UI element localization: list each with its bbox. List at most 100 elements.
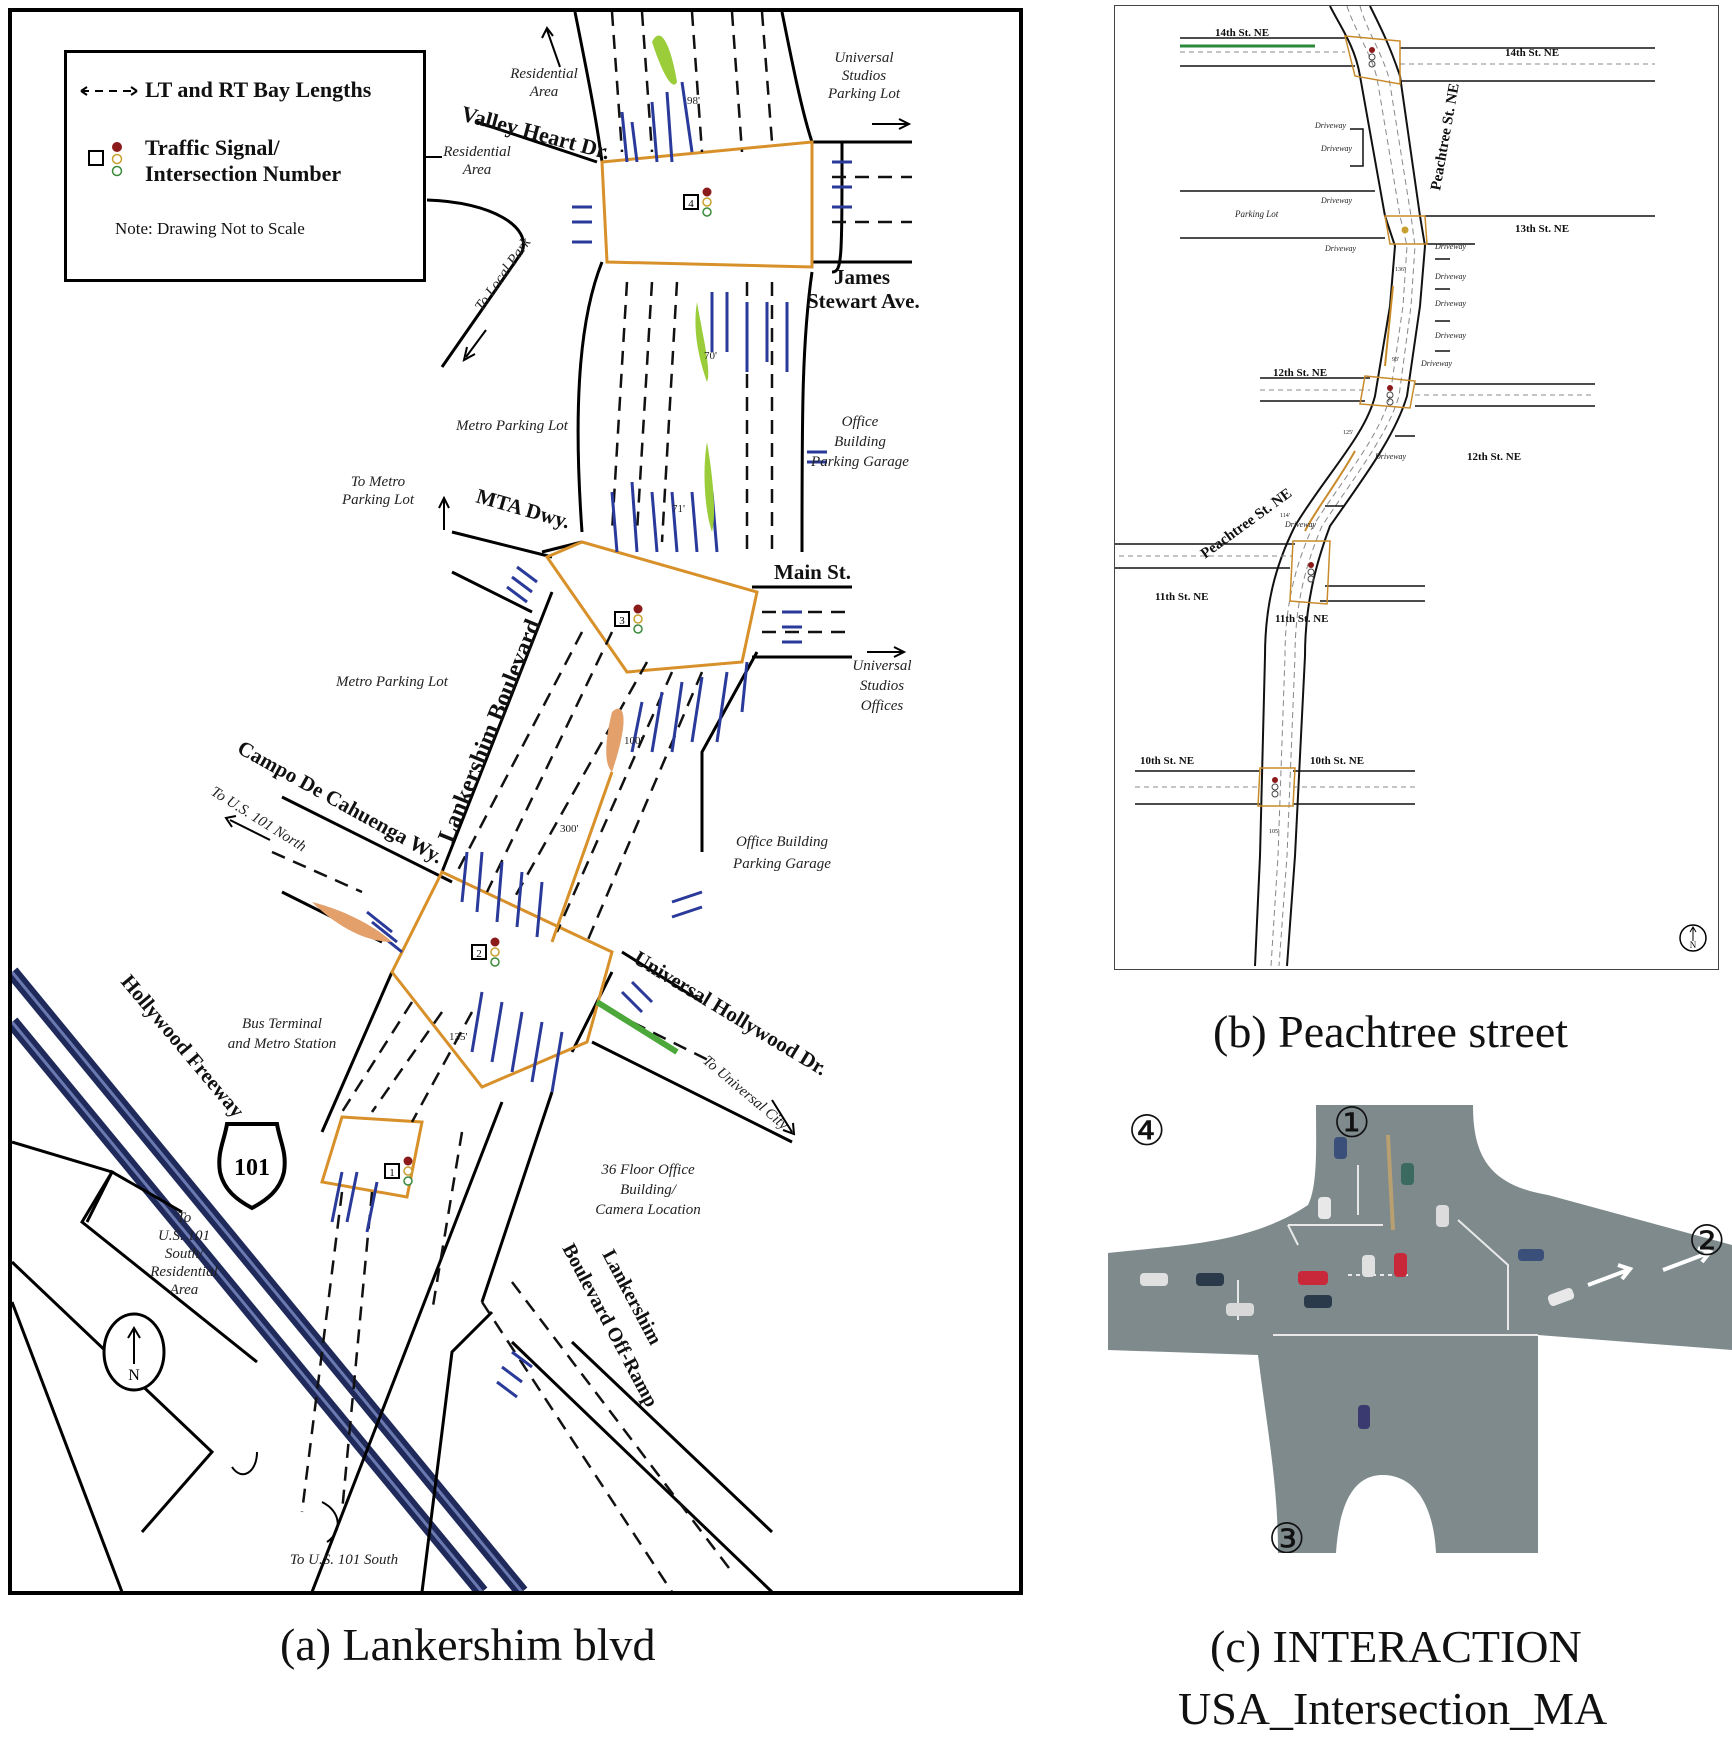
legend-signal-line2: Intersection Number [145,161,342,186]
north-arrow-icon [102,1312,166,1392]
place-universal-parking-3: Parking Lot [827,86,901,102]
signal-icon-3 [614,604,643,634]
caption-a: (a) Lankershim blvd [280,1619,656,1670]
cross-street-curbs [281,120,912,1144]
us-101-shield [217,1122,287,1211]
peachtree-bay-93: 93' [1392,357,1399,363]
hollywood-freeway-lines [6,967,528,1597]
street-mta-dwy: MTA Dwy. [474,484,573,534]
place-office-garage-e-1: Office Building [736,834,829,850]
driveway-label-3: Driveway [1320,196,1353,205]
peachtree-median-n [1384,285,1394,367]
bay-label-70: 70' [704,350,717,362]
place-universal-parking-2: Studios [842,68,886,84]
place-bus-terminal-2: and Metro Station [228,1036,337,1052]
place-to-101-north: To U.S. 101 North [208,784,309,855]
aerial-intersection-image: ① ② ③ ④ [1108,1101,1732,1563]
place-residential-w-2: Area [462,162,492,178]
driveway-label-4: Driveway [1324,244,1357,253]
place-universal-offices-1: Universal [852,658,911,674]
map-legend: LT and RT Bay Lengths Traffic Signal/ In… [64,50,426,282]
caption-b: (b) Peachtree street [1213,1006,1569,1057]
street-peachtree-north: Peachtree St. NE [1428,82,1463,192]
street-10th-west: 10th St. NE [1140,755,1194,767]
peachtree-map-panel: N 14th St. NE 14th St. NE Peachtree St. … [1110,5,1719,970]
signal-icon-4 [683,187,712,217]
peachtree-bay-125: 125' [1343,430,1353,436]
street-james-stewart-1: James [834,265,890,289]
bay-label-135: 135' [449,1031,468,1043]
place-residential-w-1: Residential [442,144,511,160]
street-10th-east: 10th St. NE [1310,755,1364,767]
aerial-median [1386,1134,1395,1231]
street-peachtree-south: Peachtree St. NE [1198,486,1295,563]
place-to-101-south-res-4: Residential [149,1264,218,1280]
place-to-metro-1: To Metro [351,474,406,490]
place-metro-parking-2: Metro Parking Lot [335,674,449,690]
place-office-garage-ne-3: Parking Garage [810,454,909,470]
caption-c-line1: (c) INTERACTION [1210,1621,1582,1672]
driveway-label-10: Driveway [1374,452,1407,461]
us-101-shield-label: 101 [234,1155,270,1181]
place-universal-parking-1: Universal [834,50,893,66]
medians [312,35,715,1055]
street-lankershim: Lankershim Boulevard [433,615,547,846]
lankershim-map: 101 N 4 3 2 1 98' 70' [6,11,920,1597]
street-12th-west: 12th St. NE [1273,367,1327,379]
driveway-label-7: Driveway [1434,299,1467,308]
place-to-universal-city: To Universal City [699,1053,791,1134]
driveway-label-11: Driveway [1284,520,1317,529]
signal-number-3: 3 [619,615,625,627]
traffic-signal-legend-icon [88,142,123,177]
place-residential-ne-1: Residential [509,66,578,82]
street-11th-east: 11th St. NE [1275,613,1329,625]
peachtree-intersections [1257,35,1428,807]
interaction-aerial-panel: ① ② ③ ④ [1108,1101,1732,1563]
place-office-garage-ne-2: Building [834,434,886,450]
place-to-local-park: To Local Park [472,235,534,314]
place-to-101-south-res-2: U.S. 101 [158,1228,210,1244]
peachtree-north-label: N [1690,940,1697,950]
cross-streets [1110,37,1655,805]
approach-3-label: ③ [1268,1517,1306,1553]
place-to-101-south-res-3: South/ [165,1246,205,1262]
bay-label-100: 100' [624,735,643,747]
vehicles [1140,1137,1575,1429]
signal-icon-1 [384,1156,413,1186]
legend-bay-lengths: LT and RT Bay Lengths [145,77,372,102]
street-james-stewart-2: Stewart Ave. [807,289,920,313]
place-metro-parking-1: Metro Parking Lot [455,418,569,434]
street-13th: 13th St. NE [1515,223,1569,235]
intersection-outlines [320,140,814,1199]
place-residential-ne-2: Area [529,84,559,100]
direction-arrows [224,26,912,1543]
legend-note: Note: Drawing Not to Scale [115,219,305,238]
place-to-metro-2: Parking Lot [341,492,415,508]
driveway-label-9: Driveway [1420,359,1453,368]
legend-signal-line1: Traffic Signal/ [145,135,280,160]
place-to-101-south: To U.S. 101 South [290,1552,398,1568]
signal-number-2: 2 [476,948,482,960]
driveway-label-2: Driveway [1320,144,1353,153]
peachtree-north-arrow-icon [1679,924,1707,952]
north-arrow-label: N [128,1367,140,1384]
place-office-36-1: 36 Floor Office [600,1162,695,1178]
driveway-label-5: Driveway [1434,242,1467,251]
place-office-36-3: Camera Location [595,1202,700,1218]
driveway-label-8: Driveway [1434,331,1467,340]
approach-2-label: ② [1688,1219,1726,1265]
peachtree-bay-136: 136' [1395,267,1405,273]
street-universal-hollywood: Universal Hollywood Dr. [629,946,831,1081]
approach-4-label: ④ [1128,1109,1166,1155]
peachtree-curbs [1254,5,1427,967]
peachtree-map: N 14th St. NE 14th St. NE Peachtree St. … [1110,5,1707,967]
lankershim-curbs [310,11,814,1593]
place-office-36-2: Building/ [620,1182,678,1198]
street-main-st: Main St. [774,560,851,584]
signal-icon-2 [471,937,500,967]
aerial-lane-paint [1237,1165,1538,1336]
street-14th-east: 14th St. NE [1505,47,1559,59]
bay-label-71: 71' [672,503,685,515]
approach-1-label: ① [1333,1105,1371,1147]
signal-number-4: 4 [688,198,694,210]
